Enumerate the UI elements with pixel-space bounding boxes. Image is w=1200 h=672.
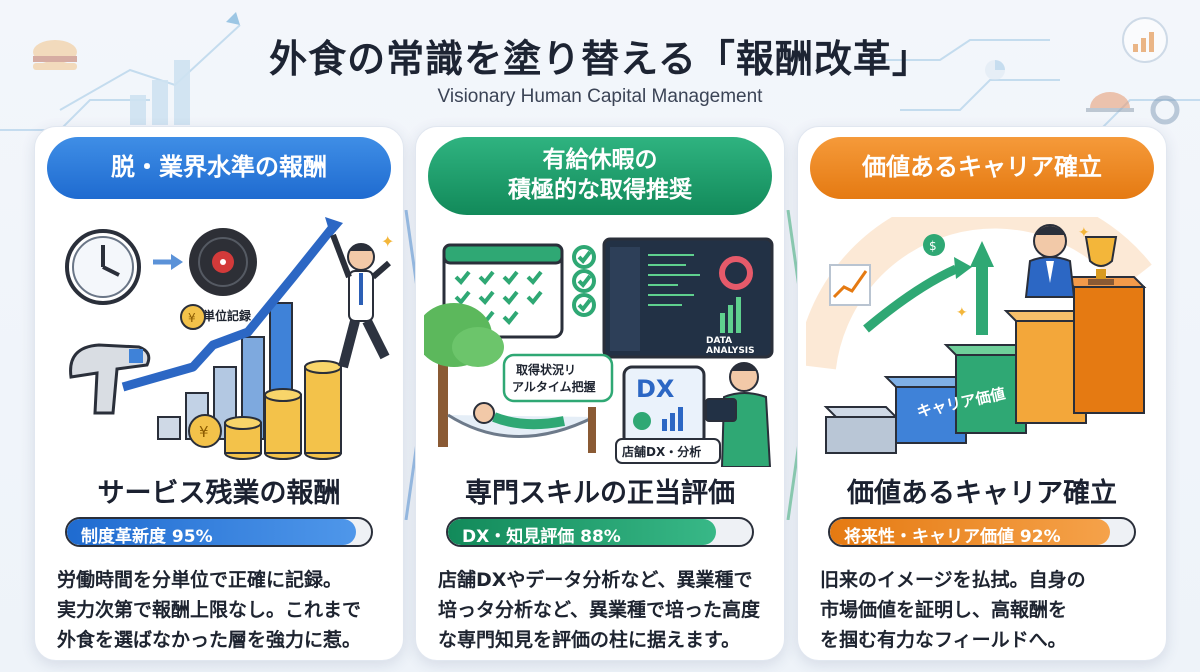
description-line: 培っタ分析など、異業種で培った高度 [438, 599, 761, 621]
svg-text:✦: ✦ [956, 305, 968, 321]
svg-text:✦: ✦ [381, 232, 394, 251]
description-line: 市場価値を証明し、高報酬を [820, 599, 1068, 621]
card-pill-text: 脱・業界水準の報酬 [111, 153, 327, 182]
description-line: を掴む有力なフィールドへ。 [820, 629, 1067, 651]
card-pill-text: 有給休暇の [542, 147, 658, 174]
illustration-career: $ キャリア価値 ✦ ✦ [806, 217, 1152, 454]
checklist-icon [572, 245, 596, 317]
record-disc-icon [189, 228, 257, 296]
description-line: 実力次第で報酬上限なし。これまで [57, 599, 362, 621]
businessman-icon [1024, 224, 1076, 298]
card-paid-leave: 有給休暇の 積極的な取得推奨 [415, 126, 785, 661]
scanner-icon [69, 343, 151, 415]
progress-label: 制度革新度 95% [81, 527, 213, 547]
card-pill: 価値あるキャリア確立 [810, 137, 1154, 199]
illus-label-status-2: アルタイム把握 [512, 379, 596, 394]
card-description: 旧来のイメージを払拭。自身の 市場価値を証明し、高報酬を を掴む有力なフィールド… [820, 565, 1148, 655]
card-reward: 脱・業界水準の報酬 分単位記録 [34, 126, 404, 661]
description-line: な専門知見を評価の柱に据えます。 [438, 629, 741, 651]
illustration-reward: 分単位記録 ¥ ¥ [65, 217, 394, 460]
description-line: 旧来のイメージを払拭。自身の [820, 569, 1086, 591]
illustration-paid-leave: DATA ANALYSIS 取得状況リ アルタイム把握 DX [424, 237, 774, 467]
growth-arrow [121, 224, 337, 392]
tree-icon [424, 303, 504, 447]
card-pill: 脱・業界水準の報酬 [47, 137, 391, 199]
progress-fill [448, 519, 716, 545]
illus-label-data: DATA [706, 336, 732, 346]
person-with-tablet-icon [705, 362, 772, 467]
description-line: 店舗DXやデータ分析など、異業種で [438, 569, 753, 591]
illus-label-status-1: 取得状況リ [516, 362, 576, 377]
progress-fill [830, 519, 1110, 545]
card-description: 労働時間を分単位で正確に記録。 実力次第で報酬上限なし。これまで 外食を選ばなか… [57, 565, 385, 655]
card-heading: 専門スキルの正当評価 [465, 478, 735, 509]
dx-tablet-icon: DX [622, 365, 706, 447]
monitor-icon: DATA ANALYSIS [602, 237, 774, 359]
card-career: 価値あるキャリア確立 $ キャリア価値 [797, 126, 1167, 661]
description-line: 外食を選ばなかった層を強力に惹。 [57, 629, 362, 651]
progress-bar: 将来性・キャリア価値 92% [828, 517, 1136, 547]
hammock-icon [447, 402, 596, 453]
description-line: 労働時間を分単位で正確に記録。 [57, 569, 343, 591]
svg-text:$: $ [929, 239, 937, 253]
stair-blocks [823, 276, 1147, 454]
clock-icon [65, 229, 141, 305]
progress-label: 将来性・キャリア価値 92% [844, 527, 1061, 547]
svg-text:✦: ✦ [1078, 225, 1090, 241]
progress-label: DX・知見評価 88% [462, 527, 621, 547]
illus-label-dx: DX [636, 375, 675, 403]
trophy-icon [1084, 236, 1118, 285]
svg-text:¥: ¥ [188, 311, 196, 325]
progress-bar: DX・知見評価 88% [446, 517, 754, 547]
illus-label-minute-record: 分単位記録 [191, 308, 252, 323]
coin-hand-icon: $ [923, 234, 945, 256]
progress-bar: 制度革新度 95% [65, 517, 373, 547]
coin-stack-icon: ¥ ¥ [180, 304, 342, 460]
jumping-person-icon [330, 233, 391, 369]
page-title: 外食の常識を塗り替える「報酬改革」 [269, 37, 931, 81]
svg-text:¥: ¥ [199, 423, 209, 441]
card-pill-text: 価値あるキャリア確立 [862, 153, 1102, 182]
card-heading: サービス残業の報酬 [97, 478, 341, 509]
card-pill: 有給休暇の 積極的な取得推奨 [428, 137, 772, 215]
card-heading: 価値あるキャリア確立 [847, 478, 1117, 509]
small-chart-icon [829, 264, 871, 306]
speech-bubble: 取得状況リ アルタイム把握 [502, 353, 614, 403]
illus-label-store-dx: 店舗DX・分析 [622, 444, 701, 459]
page-subtitle: Visionary Human Capital Management [437, 86, 763, 107]
illus-label-analysis: ANALYSIS [706, 346, 755, 356]
card-pill-text: 積極的な取得推奨 [508, 177, 692, 203]
progress-fill [67, 519, 356, 545]
card-description: 店舗DXやデータ分析など、異業種で 培っタ分析など、異業種で培った高度 な専門知… [438, 565, 766, 655]
